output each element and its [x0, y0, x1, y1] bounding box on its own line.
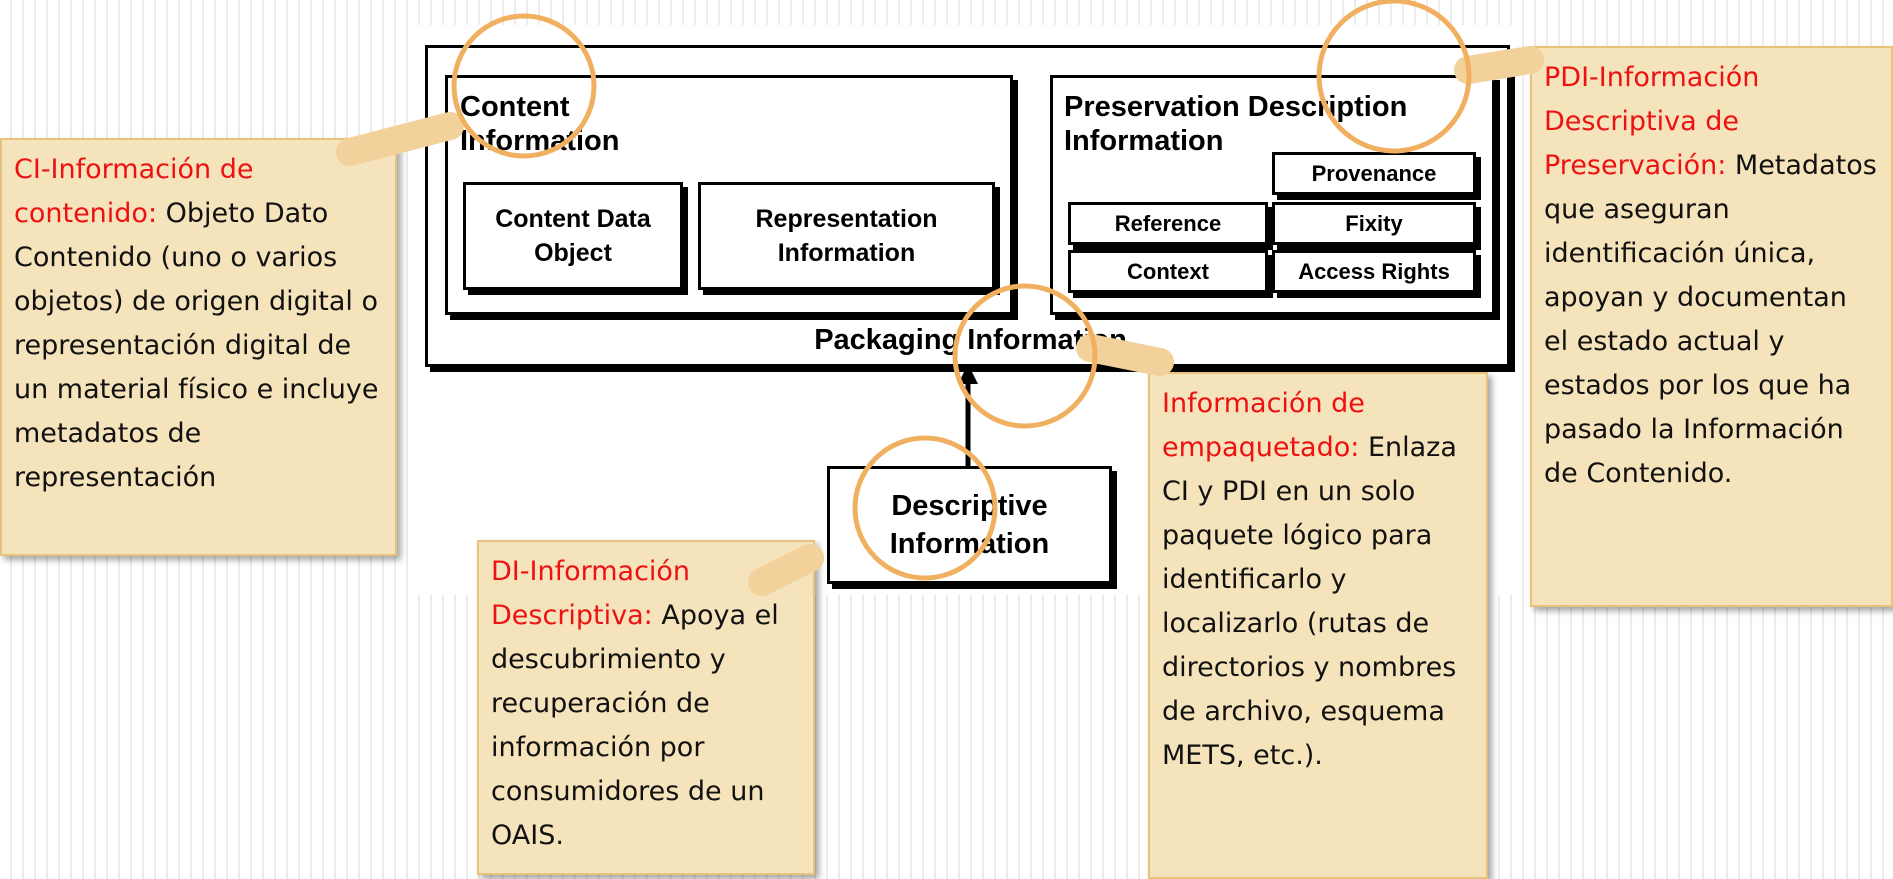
- connector-arrow: [958, 364, 978, 470]
- content-data-object-box: Content Data Object: [463, 182, 683, 290]
- provenance-label: Provenance: [1311, 161, 1437, 186]
- descriptive-information-line1: Descriptive: [891, 490, 1048, 522]
- context-label: Context: [1127, 259, 1209, 284]
- callout-packaging: Información de empaquetado: Enlaza CI y …: [1148, 372, 1488, 879]
- pdi-title-line2: Information: [1064, 125, 1224, 157]
- descriptive-information-line2: Information: [889, 528, 1050, 560]
- reference-box: Reference: [1068, 202, 1268, 245]
- content-data-object-line1: Content Data: [495, 205, 651, 233]
- content-information-title: Content Information: [460, 90, 620, 158]
- callout-di-heading: DI-Información Descriptiva:: [491, 556, 691, 631]
- packaging-information-label: Packaging Information: [814, 324, 1127, 356]
- callout-pdi-heading: PDI-Información Descriptiva de Preservac…: [1544, 62, 1760, 181]
- callout-packaging-heading: Información de empaquetado:: [1162, 388, 1365, 463]
- reference-label: Reference: [1114, 211, 1222, 236]
- content-information-title-line1: Content: [460, 91, 570, 123]
- callout-ci-heading: CI-Información de contenido:: [14, 154, 254, 229]
- representation-information-line1: Representation: [755, 205, 938, 233]
- callout-ci: CI-Información de contenido: Objeto Dato…: [0, 138, 397, 556]
- callout-pdi: PDI-Información Descriptiva de Preservac…: [1530, 46, 1893, 607]
- provenance-box: Provenance: [1272, 152, 1476, 195]
- callout-pdi-body: Metadatos que aseguran identificación ún…: [1544, 150, 1877, 489]
- fixity-box: Fixity: [1272, 202, 1476, 245]
- pdi-title-line1: Preservation Description: [1064, 91, 1408, 123]
- representation-information-box: Representation Information: [698, 182, 995, 290]
- callout-ci-body: Objeto Dato Contenido (uno o varios obje…: [14, 198, 379, 493]
- fixity-label: Fixity: [1345, 211, 1403, 236]
- access-rights-box: Access Rights: [1272, 250, 1476, 293]
- callout-packaging-body: Enlaza CI y PDI en un solo paquete lógic…: [1162, 432, 1457, 771]
- access-rights-label: Access Rights: [1298, 259, 1450, 284]
- content-information-title-line2: Information: [460, 125, 620, 157]
- pdi-title: Preservation Description Information: [1064, 90, 1407, 158]
- descriptive-information-box: Descriptive Information: [827, 466, 1112, 584]
- context-box: Context: [1068, 250, 1268, 293]
- callout-di-body: Apoya el descubrimiento y recuperación d…: [491, 600, 779, 851]
- callout-di: DI-Información Descriptiva: Apoya el des…: [477, 540, 815, 875]
- representation-information-line2: Information: [777, 239, 916, 267]
- content-data-object-line2: Object: [534, 239, 612, 267]
